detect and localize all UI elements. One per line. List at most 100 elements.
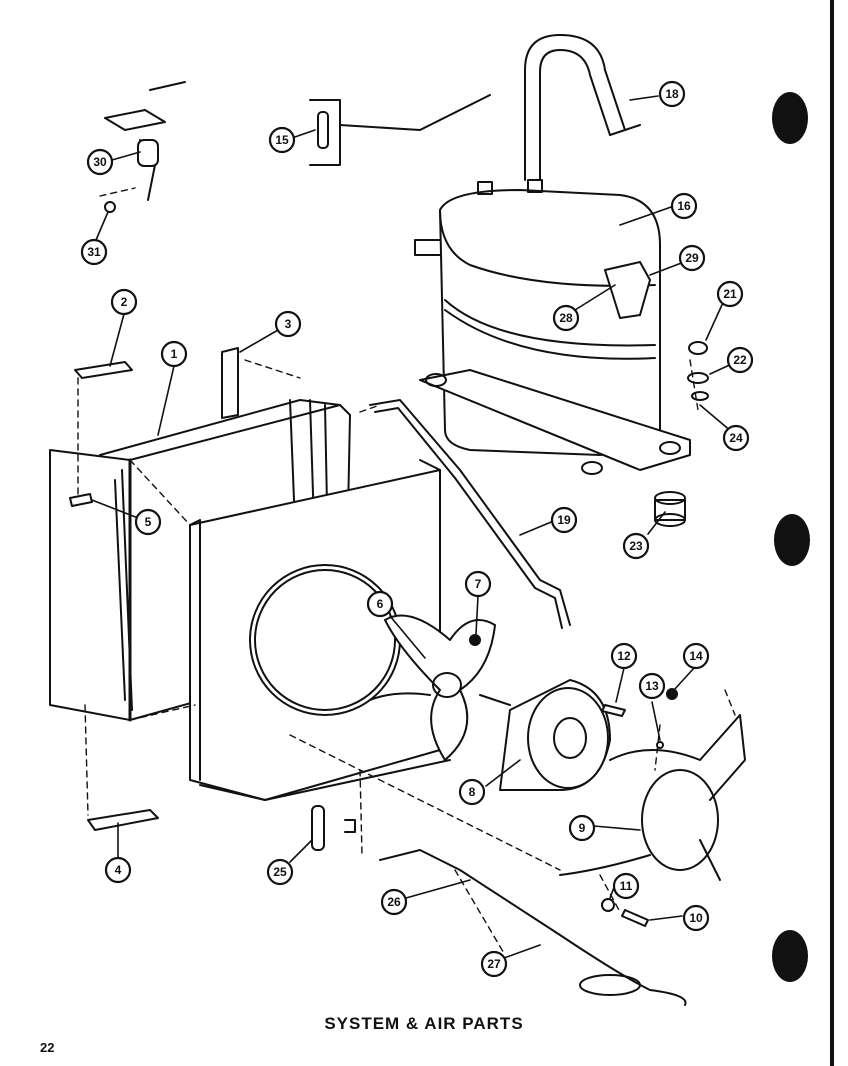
binder-hole-top — [772, 92, 808, 144]
callout-circle — [134, 508, 162, 536]
callout-circle — [86, 148, 114, 176]
bracket-part — [221, 347, 239, 419]
callout-leaders — [91, 95, 737, 959]
callout-label: 28 — [559, 311, 573, 325]
binder-hole-bottom — [772, 930, 808, 982]
callout-label: 29 — [685, 251, 699, 265]
callout-6: 6 — [366, 590, 394, 618]
dashed-guides — [77, 187, 736, 956]
callout-1: 1 — [160, 340, 188, 368]
callout-26: 26 — [380, 888, 408, 916]
callout-25: 25 — [266, 858, 294, 886]
callout-label: 26 — [387, 895, 401, 909]
callout-circle — [160, 340, 188, 368]
callout-27: 27 — [480, 950, 508, 978]
callout-label: 3 — [285, 317, 292, 331]
callout-circle — [266, 858, 294, 886]
callout-circle — [678, 244, 706, 272]
callout-7: 7 — [464, 570, 492, 598]
callout-label: 22 — [733, 353, 747, 367]
callout-10: 10 — [682, 904, 710, 932]
callout-label: 27 — [487, 957, 501, 971]
binder-hole-middle — [774, 514, 810, 566]
callout-circle — [726, 346, 754, 374]
discharge-tube-part — [369, 399, 571, 629]
callout-11: 11 — [612, 872, 640, 900]
callout-3: 3 — [274, 310, 302, 338]
callout-label: 12 — [617, 649, 631, 663]
callout-8: 8 — [458, 778, 486, 806]
callout-24: 24 — [722, 424, 750, 452]
callout-circle — [110, 288, 138, 316]
fan-motor-part — [479, 679, 611, 791]
callout-label: 23 — [629, 539, 643, 553]
page-title: SYSTEM & AIR PARTS — [324, 1014, 524, 1033]
fan-blade-part — [369, 614, 496, 761]
callout-label: 1 — [171, 347, 178, 361]
callout-label: 16 — [677, 199, 691, 213]
callout-circle — [366, 590, 394, 618]
callout-label: 24 — [729, 431, 743, 445]
callout-circle — [612, 872, 640, 900]
callout-5: 5 — [134, 508, 162, 536]
callout-label: 31 — [87, 245, 101, 259]
callout-19: 19 — [550, 506, 578, 534]
callout-21: 21 — [716, 280, 744, 308]
callout-circle — [104, 856, 132, 884]
callout-circle — [550, 506, 578, 534]
callout-label: 11 — [620, 879, 633, 893]
callout-circle — [658, 80, 686, 108]
callout-circle — [552, 304, 580, 332]
callout-label: 4 — [115, 863, 122, 877]
callout-label: 30 — [93, 155, 107, 169]
callout-label: 7 — [475, 577, 482, 591]
callout-circle — [464, 570, 492, 598]
callout-label: 10 — [689, 911, 703, 925]
motor-mount-part — [559, 714, 746, 881]
compressor-part — [414, 179, 691, 475]
callout-label: 8 — [469, 785, 476, 799]
callout-label: 25 — [273, 865, 287, 879]
callout-circle — [682, 642, 710, 670]
callout-circle — [380, 888, 408, 916]
callout-4: 4 — [104, 856, 132, 884]
callout-label: 13 — [645, 679, 659, 693]
callout-circle — [568, 814, 596, 842]
callout-13: 13 — [638, 672, 666, 700]
callout-label: 21 — [723, 287, 737, 301]
callout-2: 2 — [110, 288, 138, 316]
callout-14: 14 — [682, 642, 710, 670]
fan-shroud-part — [189, 459, 451, 801]
tube-part — [524, 34, 641, 181]
callout-12: 12 — [610, 642, 638, 670]
condenser-coil-part — [49, 399, 351, 722]
hardware-parts — [69, 81, 678, 927]
callout-label: 15 — [275, 133, 289, 147]
callout-30: 30 — [86, 148, 114, 176]
callout-label: 14 — [689, 649, 703, 663]
callout-circle — [268, 126, 296, 154]
callout-circle — [670, 192, 698, 220]
callout-label: 18 — [665, 87, 679, 101]
callout-label: 2 — [121, 295, 128, 309]
callout-circle — [480, 950, 508, 978]
callout-circle — [716, 280, 744, 308]
callout-label: 5 — [145, 515, 152, 529]
callout-28: 28 — [552, 304, 580, 332]
callout-16: 16 — [670, 192, 698, 220]
callout-29: 29 — [678, 244, 706, 272]
callout-circle — [80, 238, 108, 266]
callout-circle — [638, 672, 666, 700]
callout-label: 6 — [377, 597, 384, 611]
callout-23: 23 — [622, 532, 650, 560]
callout-18: 18 — [658, 80, 686, 108]
callout-31: 31 — [80, 238, 108, 266]
callout-circle — [274, 310, 302, 338]
callout-label: 19 — [557, 513, 571, 527]
capillary-tube-part — [379, 849, 687, 1006]
callout-circle — [722, 424, 750, 452]
callout-9: 9 — [568, 814, 596, 842]
callout-label: 9 — [579, 821, 586, 835]
